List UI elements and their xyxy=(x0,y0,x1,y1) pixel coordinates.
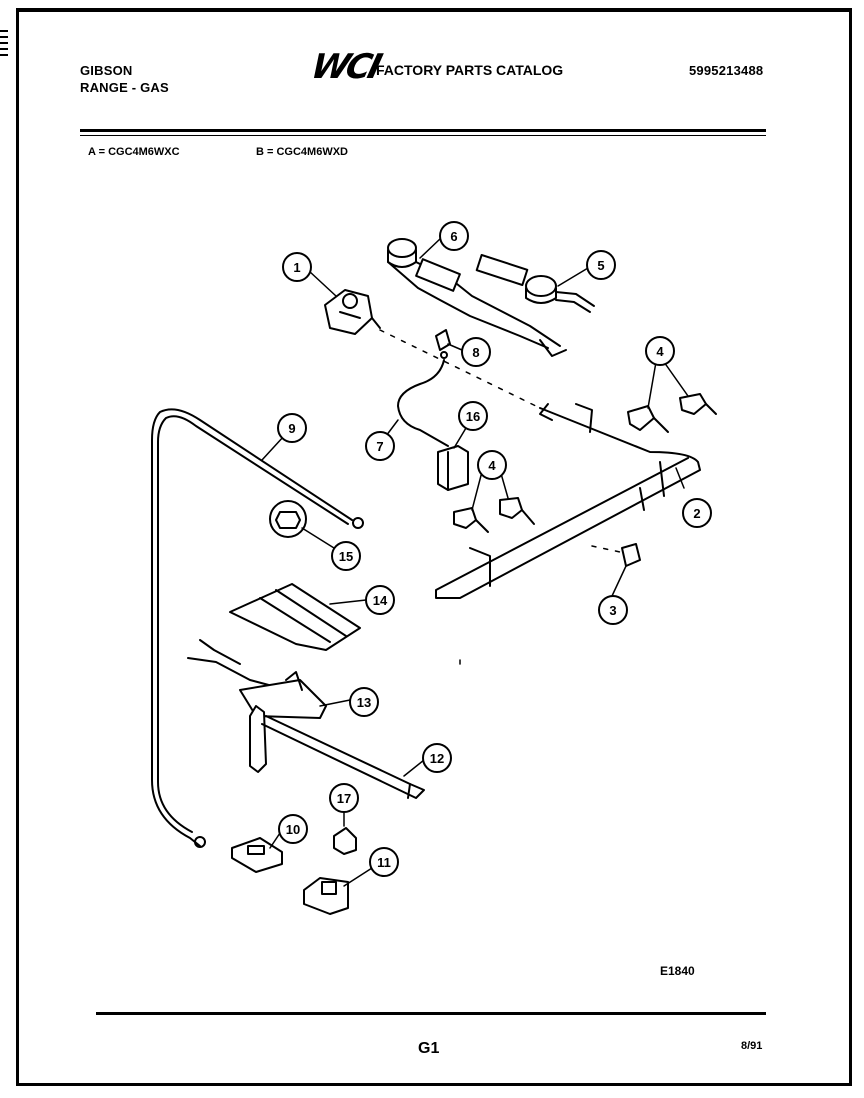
callout-2-label: 2 xyxy=(693,506,700,521)
part-3-clip xyxy=(621,543,641,567)
callout-13: 13 xyxy=(349,687,379,717)
part-12-pipe xyxy=(249,705,425,799)
page-frame xyxy=(16,8,852,1086)
part-8-ignitor xyxy=(435,329,451,359)
callout-1: 1 xyxy=(282,252,312,282)
edge-marks xyxy=(0,30,8,80)
callout-7: 7 xyxy=(365,431,395,461)
callout-9-label: 9 xyxy=(288,421,295,436)
callout-13-label: 13 xyxy=(357,695,371,710)
part-15-nut xyxy=(269,500,307,538)
header-rule-thin xyxy=(80,135,766,136)
header-rule xyxy=(80,129,766,132)
brand-name: GIBSON xyxy=(80,63,133,78)
callout-14-label: 14 xyxy=(373,593,388,608)
part-4-valves-lower xyxy=(453,497,535,533)
leader-lines xyxy=(261,237,689,887)
callout-11: 11 xyxy=(369,847,399,877)
product-type: RANGE - GAS xyxy=(80,80,169,95)
callout-4-lower-label: 4 xyxy=(488,458,496,473)
callout-4-lower: 4 xyxy=(477,450,507,480)
callout-2: 2 xyxy=(682,498,712,528)
model-b: B = CGC4M6WXD xyxy=(256,146,348,158)
page-number: G1 xyxy=(418,1040,440,1057)
callout-14: 14 xyxy=(365,585,395,615)
callout-12: 12 xyxy=(422,743,452,773)
callout-8: 8 xyxy=(461,337,491,367)
callout-17: 17 xyxy=(329,783,359,813)
callout-15: 15 xyxy=(331,541,361,571)
part-17-clip xyxy=(333,827,357,855)
callout-6-label: 6 xyxy=(450,229,457,244)
callout-8-label: 8 xyxy=(472,345,479,360)
part-2-manifold xyxy=(435,403,701,599)
part-10-bracket xyxy=(231,837,283,873)
callout-6: 6 xyxy=(439,221,469,251)
callout-15-label: 15 xyxy=(339,549,353,564)
callout-1-label: 1 xyxy=(293,260,300,275)
part-9-tube xyxy=(151,408,364,848)
callout-17-label: 17 xyxy=(337,791,351,806)
callout-12-label: 12 xyxy=(430,751,444,766)
model-a: A = CGC4M6WXC xyxy=(88,146,180,158)
catalog-number: 5995213488 xyxy=(689,63,764,78)
part-7-wire xyxy=(397,359,449,447)
callout-10-label: 10 xyxy=(286,822,300,837)
part-14-plate xyxy=(229,583,361,651)
callout-10: 10 xyxy=(278,814,308,844)
part-4-valves-upper xyxy=(627,393,717,433)
callout-11-label: 11 xyxy=(377,855,391,870)
callout-16: 16 xyxy=(458,401,488,431)
callout-7-label: 7 xyxy=(376,439,383,454)
callout-9: 9 xyxy=(277,413,307,443)
part-1-regulator xyxy=(324,289,381,335)
catalog-title: FACTORY PARTS CATALOG xyxy=(376,62,564,78)
catalog-date: 8/91 xyxy=(741,1040,763,1052)
part-16-module xyxy=(437,445,469,491)
callout-3: 3 xyxy=(598,595,628,625)
callout-3-label: 3 xyxy=(609,603,616,618)
callout-4-upper: 4 xyxy=(645,336,675,366)
callout-5-label: 5 xyxy=(597,258,604,273)
figure-code: E1840 xyxy=(660,964,695,978)
footer-rule xyxy=(96,1012,766,1015)
assembly-lines xyxy=(379,329,621,669)
callout-16-label: 16 xyxy=(466,409,480,424)
callout-5: 5 xyxy=(586,250,616,280)
part-5-burner xyxy=(475,253,595,313)
callout-4-upper-label: 4 xyxy=(656,344,664,359)
part-6-burner xyxy=(387,238,567,357)
part-11-bracket xyxy=(303,877,349,915)
